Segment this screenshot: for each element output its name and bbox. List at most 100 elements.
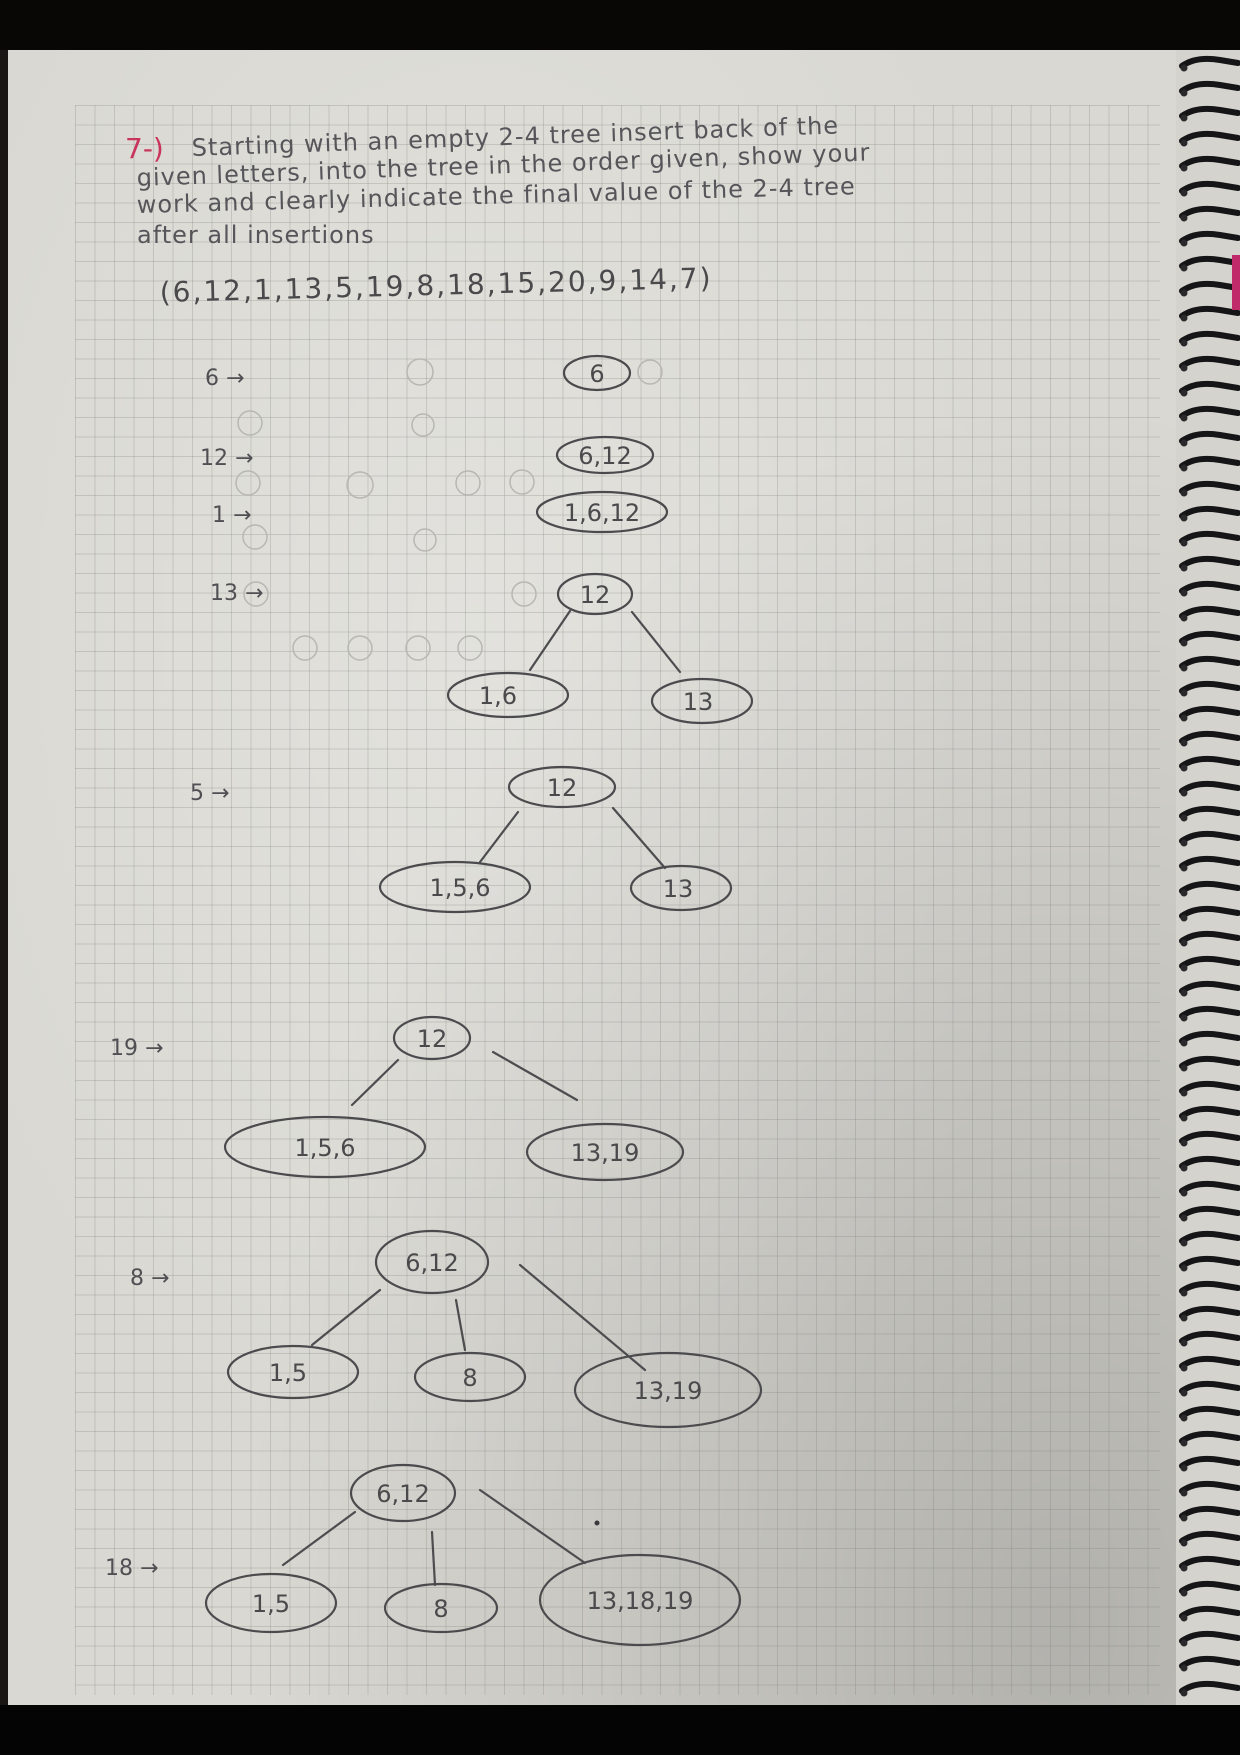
notebook-page: [8, 50, 1180, 1705]
spiral-coil: [1179, 530, 1240, 544]
step-4-right-node: [650, 677, 754, 725]
step-3-root-node: [535, 490, 669, 534]
step-8-root-node: [349, 1463, 457, 1523]
step-8-left-edge: [281, 1510, 357, 1567]
step-7-left-node: [226, 1344, 360, 1400]
photo-background-bottom: [0, 1705, 1240, 1755]
step-2-root-node: [555, 435, 655, 475]
binding-hole: [1180, 1689, 1188, 1697]
binding-hole: [1180, 689, 1188, 697]
step-4-right-keys: 13: [683, 688, 714, 716]
step-8-middle-node: [383, 1582, 499, 1634]
spiral-coil: [1179, 80, 1240, 94]
binding-hole: [1180, 439, 1188, 447]
binding-hole: [1180, 739, 1188, 747]
spiral-coil: [1179, 905, 1240, 919]
binding-hole: [1180, 464, 1188, 472]
spiral-coil: [1179, 605, 1240, 619]
binding-hole: [1180, 189, 1188, 197]
binding-hole: [1180, 939, 1188, 947]
step-8-label: 18 →: [105, 1556, 158, 1581]
binding-hole: [1180, 489, 1188, 497]
spiral-coil: [1179, 955, 1240, 969]
step-8-right-node: [538, 1553, 742, 1647]
binding-hole: [1180, 614, 1188, 622]
step-4-root-node: [556, 572, 634, 616]
spiral-coil: [1179, 180, 1240, 194]
binding-hole: [1180, 164, 1188, 172]
photo-background-top: [0, 0, 1240, 50]
spiral-coil: [1179, 1180, 1240, 1194]
spiral-coil: [1179, 1455, 1240, 1469]
step-6-label: 19 →: [110, 1036, 163, 1061]
spiral-coil: [1179, 755, 1240, 769]
binding-hole: [1180, 1589, 1188, 1597]
binding-hole: [1180, 814, 1188, 822]
step-4-left-edge: [528, 609, 572, 672]
step-7-root-keys: 6,12: [405, 1249, 458, 1277]
binding-hole: [1180, 789, 1188, 797]
spiral-coil: [1179, 805, 1240, 819]
binding-hole: [1180, 1214, 1188, 1222]
spiral-coil: [1179, 1005, 1240, 1019]
spiral-coil: [1179, 1505, 1240, 1519]
step-4-root-keys: 12: [580, 581, 611, 609]
binding-hole: [1180, 264, 1188, 272]
binding-hole: [1180, 1139, 1188, 1147]
spiral-coil: [1179, 1580, 1240, 1594]
spiral-coil: [1179, 230, 1240, 244]
step-8-left-keys: 1,5: [252, 1590, 290, 1618]
spiral-coil: [1179, 705, 1240, 719]
step-7-right-node: [573, 1351, 763, 1429]
binding-hole: [1180, 339, 1188, 347]
binding-hole: [1180, 139, 1188, 147]
binding-hole: [1180, 839, 1188, 847]
binding-hole: [1180, 664, 1188, 672]
step-7-right-keys: 13,19: [634, 1377, 703, 1405]
step-8-middle-keys: 8: [433, 1595, 448, 1623]
binding-hole: [1180, 1514, 1188, 1522]
spiral-coil: [1179, 1055, 1240, 1069]
step-5-root-node: [507, 765, 617, 809]
step-5-left-keys: 1,5,6: [429, 874, 490, 902]
spiral-coil: [1179, 355, 1240, 369]
spiral-coil: [1179, 1255, 1240, 1269]
spiral-coil: [1179, 455, 1240, 469]
binding-hole: [1180, 239, 1188, 247]
spiral-coil: [1179, 830, 1240, 844]
spiral-coil: [1179, 780, 1240, 794]
spiral-binding: [1176, 50, 1240, 1705]
step-6-left-node: [223, 1115, 427, 1179]
binding-hole: [1180, 1089, 1188, 1097]
spiral-coil: [1179, 1555, 1240, 1569]
photo-background-left: [0, 50, 8, 1705]
binding-hole: [1180, 1414, 1188, 1422]
step-7-left-edge: [310, 1288, 382, 1347]
spiral-coil: [1179, 505, 1240, 519]
spiral-coil: [1179, 155, 1240, 169]
step-7-right-edge: [518, 1263, 647, 1372]
binding-hole: [1180, 314, 1188, 322]
spiral-coil: [1179, 1280, 1240, 1294]
grid-lines: [75, 105, 1160, 1695]
step-8-middle-edge: [430, 1530, 437, 1587]
problem-number: 7-): [125, 132, 164, 165]
step-8-right-edge: [478, 1488, 587, 1565]
step-5-root-keys: 12: [547, 774, 578, 802]
spiral-coil: [1179, 1480, 1240, 1494]
step-5-right-edge: [611, 806, 667, 870]
binding-hole: [1180, 1314, 1188, 1322]
spiral-coil: [1179, 1405, 1240, 1419]
spiral-coil: [1179, 480, 1240, 494]
spiral-coil: [1179, 630, 1240, 644]
step-4-left-node: [446, 671, 570, 719]
spiral-coil: [1179, 1655, 1240, 1669]
binding-hole: [1180, 114, 1188, 122]
binding-hole: [1180, 1539, 1188, 1547]
step-7-middle-node: [413, 1351, 527, 1403]
binding-hole: [1180, 514, 1188, 522]
binding-hole: [1180, 1664, 1188, 1672]
spiral-coil: [1179, 105, 1240, 119]
spiral-coil: [1179, 1680, 1240, 1694]
binding-hole: [1180, 1014, 1188, 1022]
